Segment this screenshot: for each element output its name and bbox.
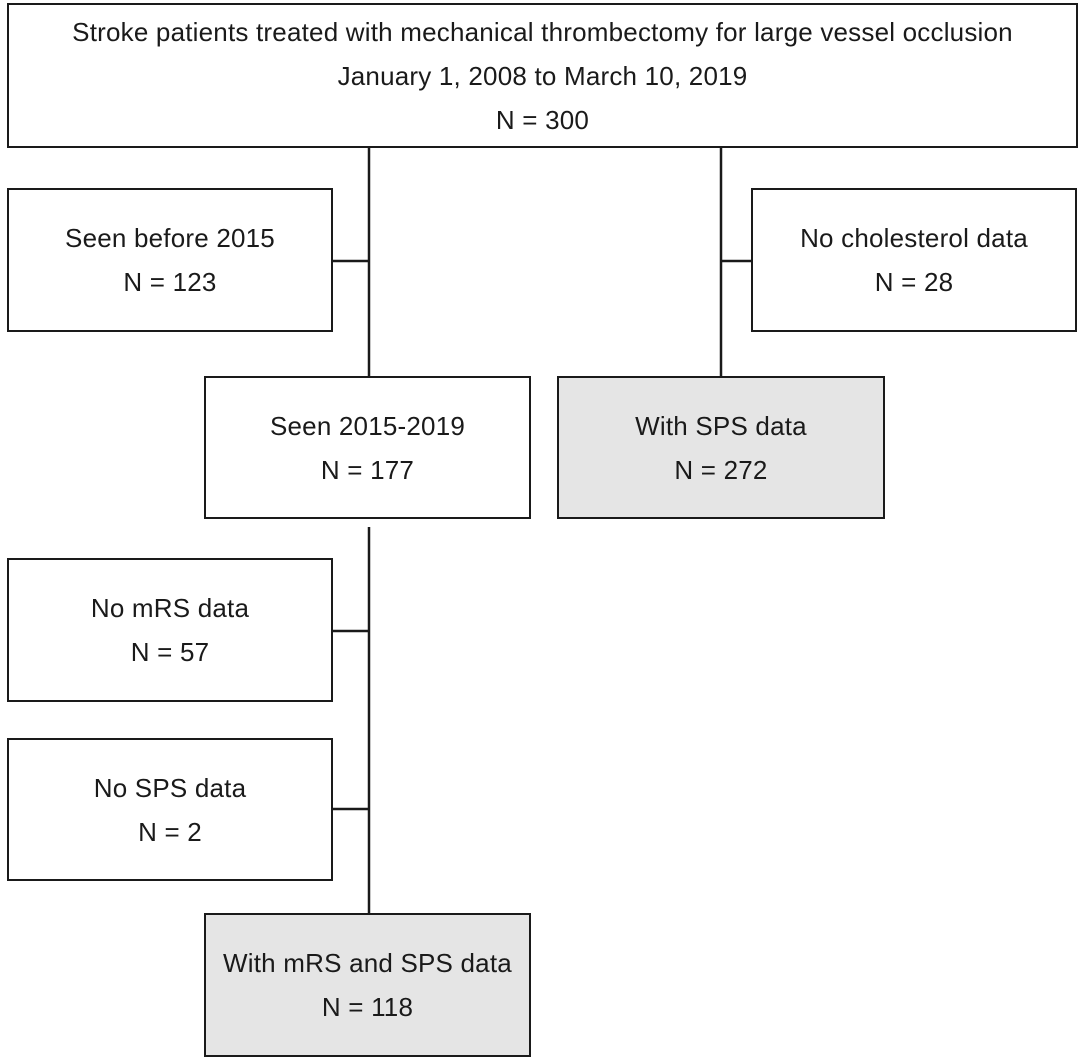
seen-2015-2019-count: N = 177	[320, 454, 415, 485]
no-sps-count: N = 2	[138, 816, 202, 847]
seen-before-label: Seen before 2015	[65, 223, 275, 253]
box-no-cholesterol-data: No cholesterol data N = 28	[751, 188, 1077, 332]
box-all-patients: Stroke patients treated with mechanical …	[7, 3, 1078, 148]
no-cholesterol-label: No cholesterol data	[800, 223, 1028, 253]
no-sps-label: No SPS data	[93, 772, 247, 803]
box-no-sps-data: No SPS data N = 2	[7, 738, 333, 881]
all-patients-description: Stroke patients treated with mechanical …	[72, 16, 1013, 47]
final-label: With mRS and SPS data	[223, 948, 512, 978]
final-count: N = 118	[321, 992, 414, 1022]
with-sps-count: N = 272	[674, 454, 768, 485]
all-patients-count: N = 300	[495, 104, 590, 135]
no-mrs-count: N = 57	[130, 637, 210, 667]
box-with-mrs-and-sps-data: With mRS and SPS data N = 118	[204, 913, 531, 1057]
box-with-sps-data: With SPS data N = 272	[557, 376, 885, 519]
all-patients-date-range: January 1, 2008 to March 10, 2019	[337, 60, 748, 91]
seen-before-count: N = 123	[123, 267, 217, 297]
no-cholesterol-count: N = 28	[874, 267, 954, 297]
no-mrs-label: No mRS data	[90, 593, 250, 623]
box-no-mrs-data: No mRS data N = 57	[7, 558, 333, 702]
box-seen-2015-2019: Seen 2015-2019 N = 177	[204, 376, 531, 519]
with-sps-label: With SPS data	[635, 410, 807, 441]
seen-2015-2019-label: Seen 2015-2019	[269, 410, 466, 441]
box-seen-before-2015: Seen before 2015 N = 123	[7, 188, 333, 332]
